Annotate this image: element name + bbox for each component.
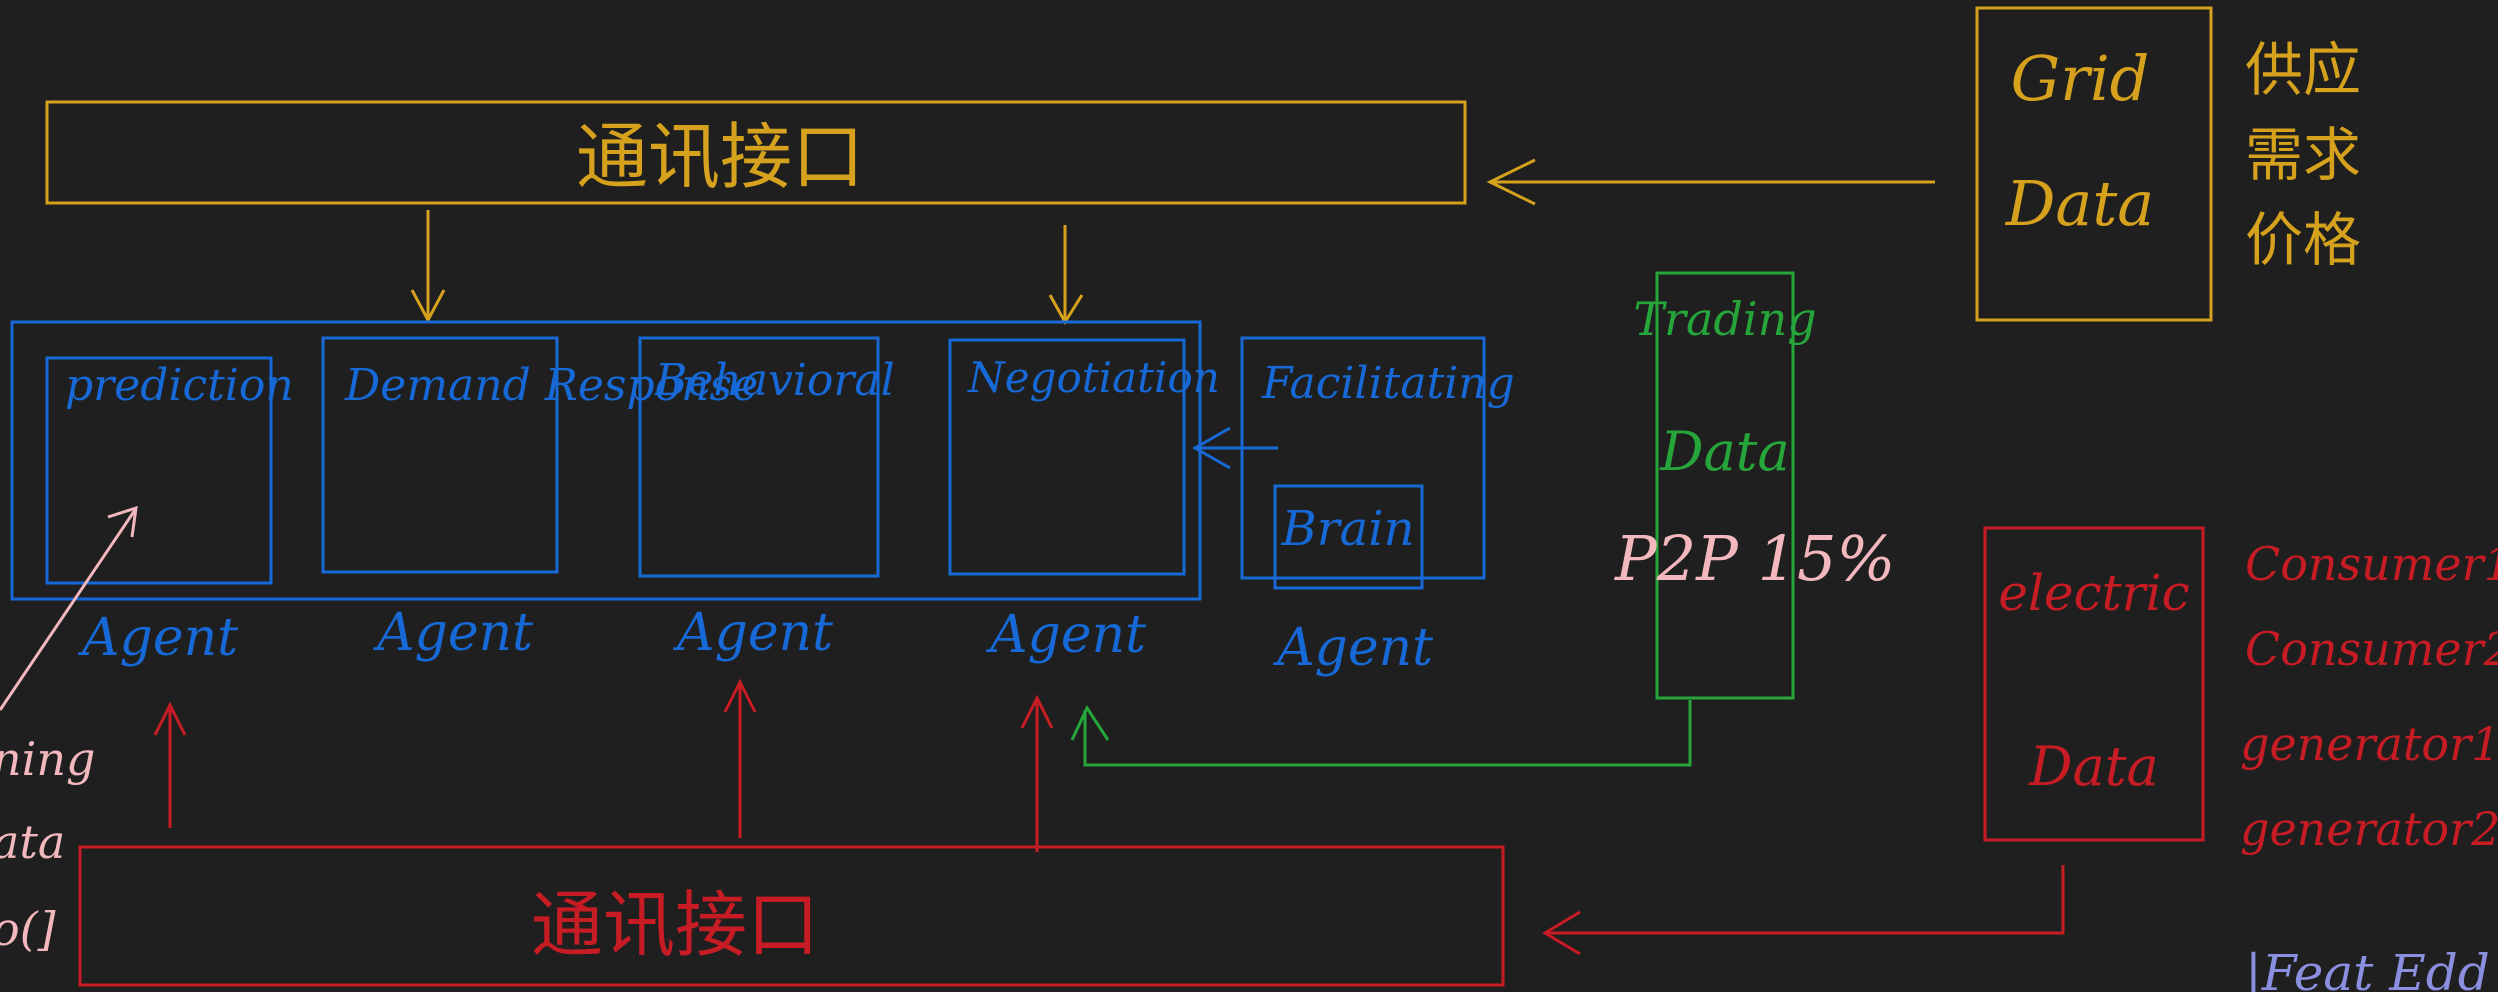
electric-data-line2: Data — [2028, 735, 2158, 798]
grid-to-interface-arrow-head — [1486, 158, 1536, 206]
grid-note-supply: 供应 — [2245, 36, 2361, 104]
trading-to-negotiation-connector — [1083, 700, 1692, 767]
bottom-interface-label: 通讯接口 — [531, 883, 819, 967]
left-partial-note-1: ning — [0, 732, 95, 786]
grid-data-line2: Data — [2005, 167, 2155, 240]
negotiation-agent-box — [948, 338, 1186, 576]
trading-data-line2: Data — [1659, 420, 1789, 483]
trading-data-box — [1655, 271, 1795, 700]
electric-list-consumer2: Consumer2 — [2245, 622, 2498, 676]
electric-to-interface-arrow-head — [1542, 910, 1581, 956]
electric-data-line1: electric — [1998, 564, 2189, 622]
behavioral-agent-title: Behavioral — [654, 355, 895, 406]
brain-label: Brain — [1280, 501, 1414, 557]
electric-list-generator1: generator1 — [2240, 717, 2498, 771]
top-arrow-to-demand-head — [410, 289, 446, 324]
trading-data-line1: Trading — [1633, 292, 1816, 346]
facilitating-agent-title: Facilitating — [1261, 358, 1515, 409]
electric-data-box — [1983, 526, 2205, 842]
left-partial-note-3: o(] — [0, 902, 56, 956]
behavioral-agent-caption: Agent — [673, 603, 833, 663]
grid-note-price: 价格 — [2245, 206, 2361, 274]
grid-data-line1: Grid — [2011, 42, 2150, 115]
facilitating-agent-box — [1240, 336, 1486, 580]
demand-response-agent-box — [321, 336, 559, 574]
bottom-arrow-to-prediction-head — [153, 701, 187, 736]
electric-list-consumer1: Consumer1 — [2245, 537, 2498, 591]
left-partial-note-2: ata — [0, 815, 65, 869]
facilitating-to-negotiation-arrow-head — [1191, 426, 1231, 470]
electric-to-interface-connector — [1545, 865, 2065, 935]
agents-group-box — [10, 320, 1202, 601]
pink-pointer-arrow — [0, 509, 137, 711]
demand-response-agent-title: Demand Response — [344, 360, 758, 411]
pink-pointer-arrow-head — [107, 505, 138, 538]
bottom-right-partial-note: |Feat Edd — [2245, 944, 2490, 992]
bottom-interface-box — [78, 845, 1505, 987]
brain-box — [1273, 484, 1424, 590]
electric-list-generator2: generator2 — [2240, 802, 2498, 856]
grid-data-box — [1975, 6, 2213, 322]
prediction-agent-box — [45, 356, 273, 585]
bottom-arrow-to-behavioral-head — [723, 678, 757, 713]
prediction-agent-caption: Agent — [78, 608, 238, 668]
grid-note-demand: 需求 — [2245, 121, 2361, 189]
p2p-note: P2P 15% — [1614, 522, 1895, 595]
behavioral-agent-box — [638, 336, 880, 578]
negotiation-agent-caption: Agent — [986, 605, 1146, 665]
top-interface-box — [45, 100, 1467, 205]
facilitating-agent-caption: Agent — [1273, 618, 1433, 678]
demand-response-agent-caption: Agent — [373, 603, 533, 663]
trading-to-negotiation-arrow-head — [1070, 704, 1110, 741]
prediction-agent-title: prediction — [65, 360, 294, 411]
negotiation-agent-title: Negotiation — [967, 353, 1220, 402]
bottom-arrow-to-negotiation-head — [1020, 694, 1054, 729]
top-interface-label: 通讯接口 — [576, 115, 864, 199]
